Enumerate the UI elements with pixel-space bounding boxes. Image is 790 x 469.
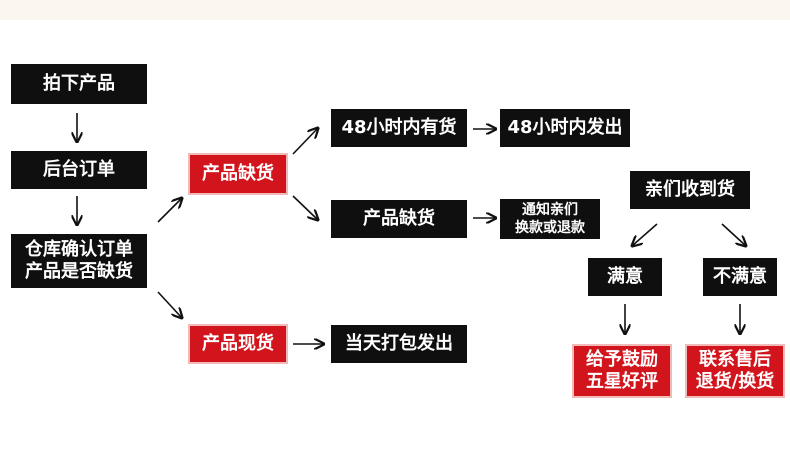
arrow-warehouse-to-instock (157, 291, 182, 318)
node-notify-refund-label: 通知亲们 换款或退款 (515, 201, 585, 236)
node-unsatisfied: 不满意 (703, 258, 777, 296)
node-restock-48h-label: 48小时内有货 (341, 116, 457, 138)
node-restock-48h: 48小时内有货 (331, 109, 467, 147)
node-after-sales-label: 联系售后 退货/换货 (695, 348, 775, 393)
node-ship-48h-label: 48小时内发出 (507, 116, 623, 138)
arrow-warehouse-to-outofstock (157, 198, 182, 223)
node-warehouse-confirm-label: 仓库确认订单 产品是否缺货 (25, 238, 133, 283)
node-take-product-label: 拍下产品 (43, 72, 115, 94)
node-backend-order: 后台订单 (11, 151, 147, 189)
node-out-of-stock-dark-label: 产品缺货 (363, 207, 435, 229)
node-after-sales: 联系售后 退货/换货 (685, 344, 785, 398)
arrow-received-to-satisfied (632, 223, 658, 246)
node-ship-same-day-label: 当天打包发出 (345, 332, 453, 354)
arrow-outofstock-to-dark (292, 195, 318, 220)
node-five-star-label: 给予鼓励 五星好评 (586, 348, 658, 393)
node-received-label: 亲们收到货 (645, 178, 735, 200)
node-unsatisfied-label: 不满意 (713, 265, 767, 287)
node-in-stock-red-label: 产品现货 (202, 332, 274, 354)
top-band (0, 0, 790, 20)
node-notify-refund: 通知亲们 换款或退款 (500, 199, 600, 239)
node-ship-48h: 48小时内发出 (500, 109, 630, 147)
node-warehouse-confirm: 仓库确认订单 产品是否缺货 (11, 234, 147, 288)
node-take-product: 拍下产品 (11, 64, 147, 104)
arrow-received-to-unsatisfied (721, 223, 746, 246)
node-satisfied-label: 满意 (607, 265, 643, 287)
node-in-stock-red: 产品现货 (188, 324, 288, 364)
node-backend-order-label: 后台订单 (43, 158, 115, 180)
node-out-of-stock-dark: 产品缺货 (331, 200, 467, 238)
node-ship-same-day: 当天打包发出 (331, 325, 467, 363)
node-out-of-stock-red: 产品缺货 (188, 153, 288, 195)
node-out-of-stock-red-label: 产品缺货 (202, 162, 274, 184)
node-five-star: 给予鼓励 五星好评 (572, 344, 672, 398)
arrow-outofstock-to-48h (292, 128, 318, 155)
node-received: 亲们收到货 (630, 171, 750, 209)
node-satisfied: 满意 (588, 258, 662, 296)
